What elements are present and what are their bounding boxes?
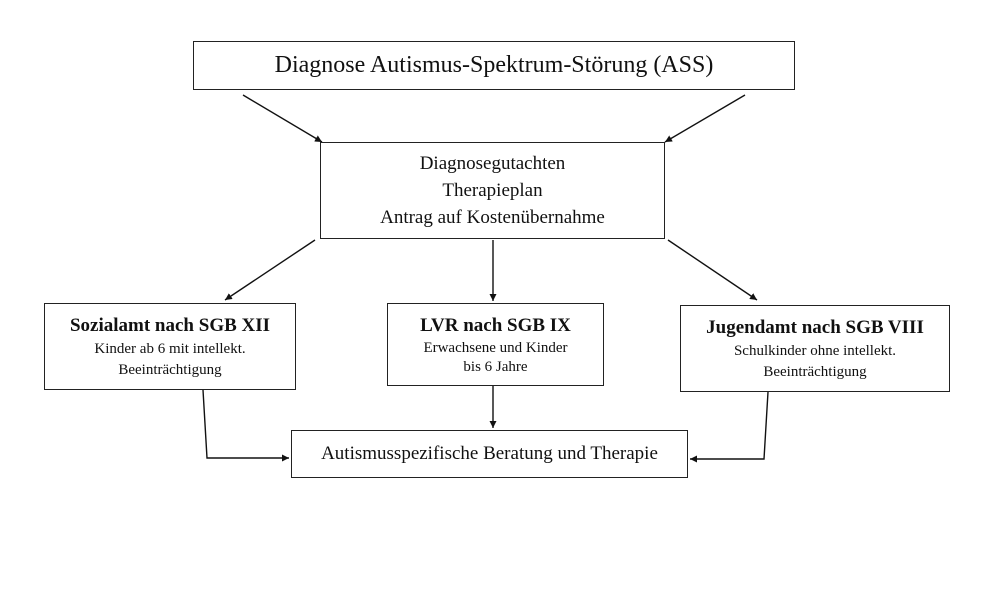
diagnosis-label: Diagnose Autismus-Spektrum-Störung (ASS) [274, 52, 714, 78]
agency-box-sozialamt: Sozialamt nach SGB XII Kinder ab 6 mit i… [44, 303, 296, 390]
arrow-diagnosis-to-documents-right [664, 94, 746, 143]
arrow-documents-to-sozialamt [224, 239, 316, 301]
agency-desc-sozialamt-line2: Beeinträchtigung [118, 361, 222, 378]
documents-line-therapy-plan: Therapieplan [442, 180, 543, 201]
outcome-label: Autismusspezifische Beratung und Therapi… [321, 443, 658, 464]
agency-desc-jugendamt-line1: Schulkinder ohne intellekt. [733, 342, 897, 359]
diagnosis-box: Diagnose Autismus-Spektrum-Störung (ASS) [193, 41, 795, 90]
agency-title-lvr: LVR nach SGB IX [420, 314, 571, 336]
agency-desc-lvr-line1: Erwachsene und Kinder [423, 339, 568, 356]
arrow-documents-to-jugendamt [667, 239, 758, 301]
agency-box-jugendamt: Jugendamt nach SGB VIII Schulkinder ohne… [680, 305, 950, 392]
agency-box-lvr: LVR nach SGB IX Erwachsene und Kinder bi… [387, 303, 604, 386]
arrow-diagnosis-to-documents-left [242, 94, 323, 143]
documents-box: Diagnosegutachten Therapieplan Antrag au… [320, 142, 665, 239]
agency-title-jugendamt: Jugendamt nach SGB VIII [706, 316, 924, 338]
agency-desc-lvr-line2: bis 6 Jahre [463, 358, 528, 375]
outcome-box: Autismusspezifische Beratung und Therapi… [291, 430, 688, 478]
documents-line-report: Diagnosegutachten [419, 153, 566, 174]
arrow-jugendamt-to-outcome [690, 391, 769, 463]
agency-title-sozialamt: Sozialamt nach SGB XII [69, 314, 271, 336]
arrow-sozialamt-to-outcome [202, 389, 289, 462]
agency-desc-jugendamt-line2: Beeinträchtigung [763, 363, 867, 380]
documents-line-cost-application: Antrag auf Kostenübernahme [380, 207, 605, 228]
agency-desc-sozialamt-line1: Kinder ab 6 mit intellekt. [94, 340, 246, 357]
